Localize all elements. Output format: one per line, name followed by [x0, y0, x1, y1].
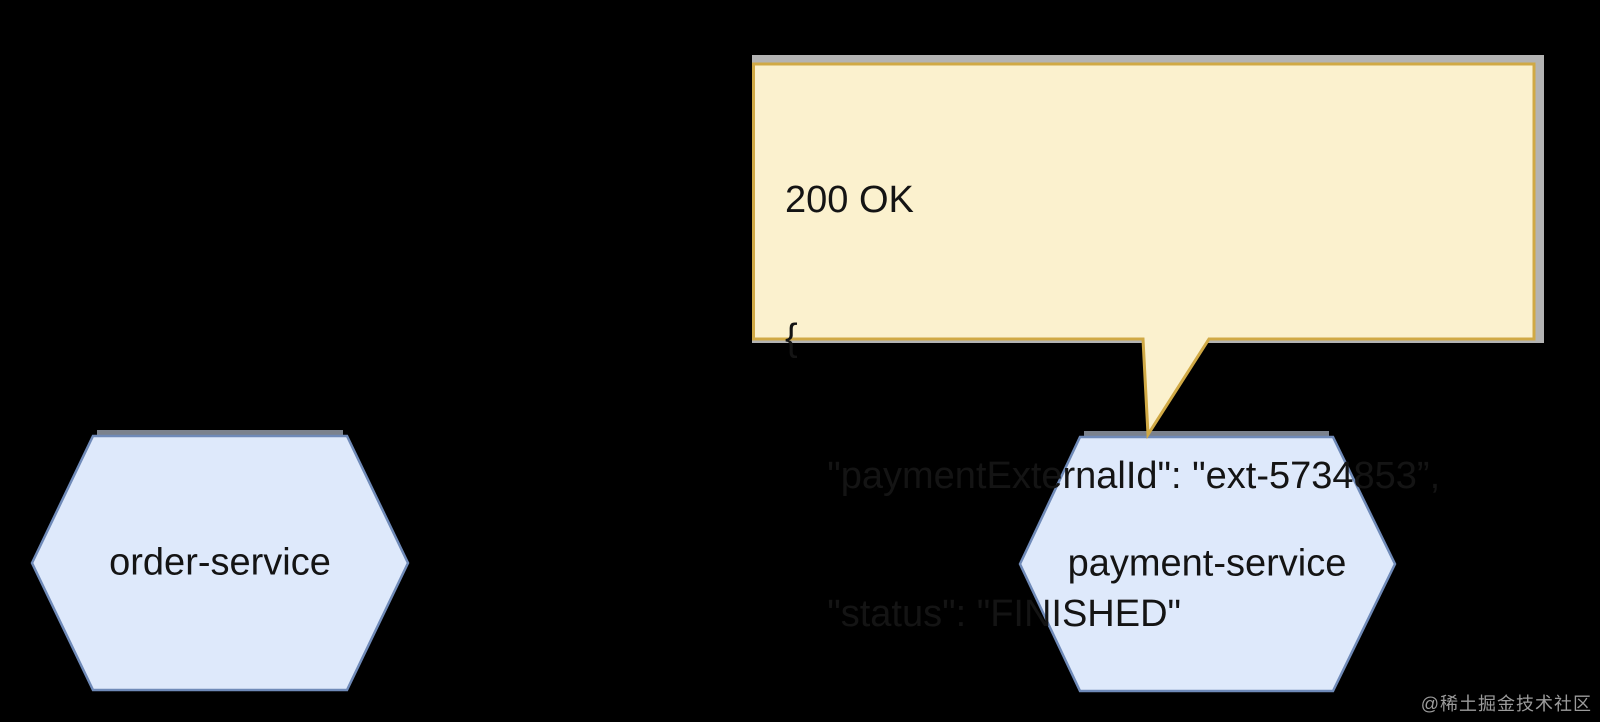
- node-label-payment-service: payment-service: [1067, 542, 1347, 585]
- callout-line-payment-status: "status": "FINISHED": [785, 593, 1182, 635]
- watermark: @稀土掘金技术社区: [1420, 694, 1592, 714]
- hexagon-payment-service: [1018, 435, 1397, 693]
- hexagon-order-service: [30, 434, 410, 692]
- callout-line-status: 200 OK: [785, 179, 914, 221]
- callout-text: 200 OK { "paymentExternalId": "ext-57348…: [785, 85, 1440, 722]
- node-label-order-service: order-service: [109, 541, 331, 584]
- callout-bubble: [752, 62, 1536, 440]
- callout-line-payment-external-id: "paymentExternalId": "ext-5734853”,: [785, 455, 1441, 497]
- callout-line-brace-open: {: [785, 317, 798, 359]
